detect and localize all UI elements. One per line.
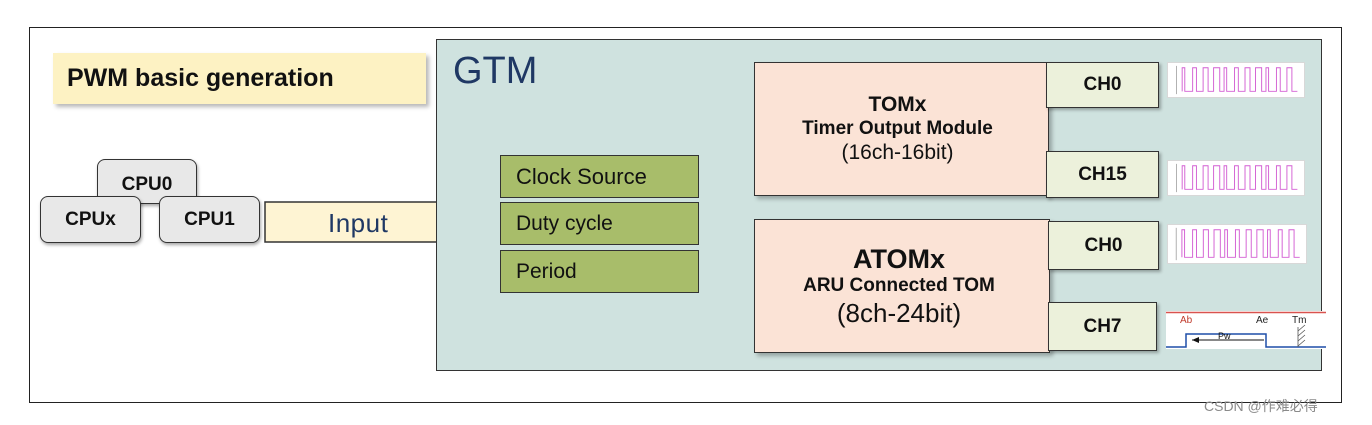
atom-channel-ch0: CH0: [1048, 221, 1159, 270]
atom-channel-ch7: CH7: [1048, 302, 1157, 351]
atom-module-spec: (8ch-24bit): [836, 298, 962, 328]
timing-ae-label: Ae: [1256, 315, 1269, 326]
cpux-block: CPUx: [40, 196, 141, 243]
tom-module-description: Timer Output Module: [802, 117, 993, 139]
timing-arrowhead: [1192, 337, 1199, 343]
pwm-waveform-atom-ch0: [1167, 224, 1307, 264]
pwm-signal: [1181, 67, 1298, 92]
tom-module-name: TOMx: [868, 93, 927, 117]
atom-module: ATOMx ARU Connected TOM (8ch-24bit): [754, 219, 1050, 353]
clock-source-box: Clock Source: [500, 155, 699, 198]
period-box: Period: [500, 250, 699, 293]
timing-hatch: [1297, 324, 1306, 347]
duty-cycle-box: Duty cycle: [500, 202, 699, 245]
tom-channel-ch15: CH15: [1046, 151, 1159, 198]
atom-module-name: ATOMx: [852, 243, 945, 274]
timing-ab-label: Ab: [1180, 315, 1193, 326]
timing-pw-label: Pw: [1218, 331, 1231, 341]
timing-pulse: [1166, 333, 1326, 348]
atom-module-description: ARU Connected TOM: [803, 275, 995, 297]
pwm-waveform-tom-ch15: [1167, 160, 1305, 196]
pwm-waveform-tom-ch0: [1167, 62, 1305, 98]
tom-module: TOMx Timer Output Module (16ch-16bit): [754, 62, 1049, 196]
input-label: Input: [328, 208, 389, 238]
gtm-label: GTM: [453, 50, 538, 92]
timing-tm-label: Tm: [1292, 315, 1306, 326]
pwm-signal: [1181, 229, 1300, 258]
pwm-signal: [1181, 165, 1298, 190]
ch7-timing-diagram: Ab Ae Tm Pw: [1166, 311, 1326, 349]
diagram-title: PWM basic generation: [53, 53, 426, 104]
tom-module-spec: (16ch-16bit): [841, 141, 954, 165]
cpu1-block: CPU1: [159, 196, 260, 243]
csdn-watermark: CSDN @作难必得: [1204, 398, 1318, 414]
tom-channel-ch0: CH0: [1046, 62, 1159, 108]
